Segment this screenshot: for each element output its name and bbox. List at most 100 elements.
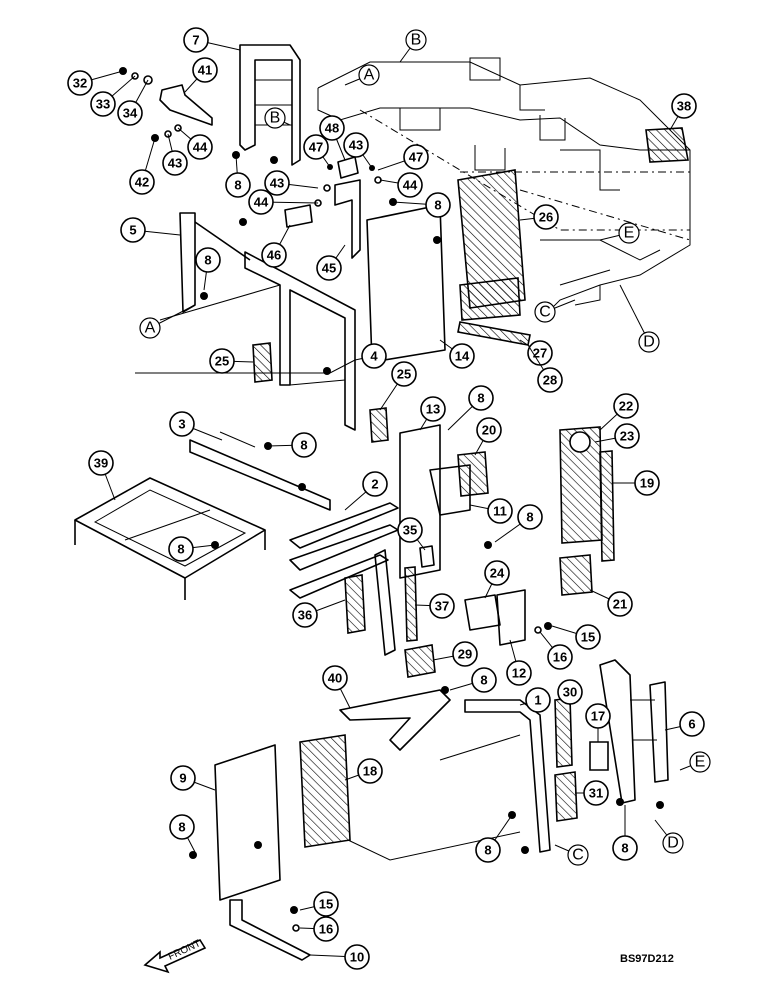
callout-25: 25 xyxy=(391,361,417,387)
guide-line-18 xyxy=(347,831,521,861)
callout-34: 34 xyxy=(117,100,143,126)
callout-circle xyxy=(357,758,383,784)
ref-letter-circle xyxy=(689,751,711,773)
ref-letter-E: E xyxy=(618,222,640,244)
callout-circle xyxy=(557,679,583,705)
ref-letter-number: C xyxy=(539,304,551,321)
callout-circle xyxy=(612,835,638,861)
callout-number: 44 xyxy=(193,140,208,155)
callout-number: 3 xyxy=(178,417,185,432)
callout-number: 46 xyxy=(267,248,281,263)
callout-circle xyxy=(613,393,639,419)
pad-36 xyxy=(344,574,366,634)
callout-number: 16 xyxy=(319,922,333,937)
ref-letter-C: C xyxy=(567,844,589,866)
part-45 xyxy=(334,179,361,259)
callout-number: 8 xyxy=(300,438,307,453)
ref-letter-number: B xyxy=(411,32,422,49)
ladder-6 xyxy=(599,659,669,809)
callout-circle xyxy=(585,703,611,729)
ref-letter-A: A xyxy=(139,317,161,339)
callout-circle xyxy=(533,204,559,230)
callout-3: 3 xyxy=(169,411,195,437)
callout-circle xyxy=(169,814,195,840)
pad-25b xyxy=(369,407,389,443)
ref-letter-circle xyxy=(405,29,427,51)
callout-circle xyxy=(476,417,502,443)
callout-18: 18 xyxy=(357,758,383,784)
callout-37: 37 xyxy=(429,593,455,619)
callout-circle xyxy=(583,780,609,806)
callout-13: 13 xyxy=(420,396,446,422)
callout-number: 45 xyxy=(322,261,336,276)
callout-number: 4 xyxy=(370,349,378,364)
callout-circle xyxy=(634,470,660,496)
diagram-code: BS97D212 xyxy=(620,953,674,965)
callout-circle xyxy=(517,504,543,530)
ref-letter-circle xyxy=(567,844,589,866)
callout-number: 8 xyxy=(484,843,491,858)
callout-9: 9 xyxy=(170,765,196,791)
ref-letter-number: C xyxy=(572,847,584,864)
callout-48: 48 xyxy=(319,115,345,141)
callout-number: 47 xyxy=(309,140,323,155)
callout-circle xyxy=(487,498,513,524)
callout-33: 33 xyxy=(90,91,116,117)
callout-14: 14 xyxy=(449,343,475,369)
callout-15: 15 xyxy=(313,891,339,917)
callout-number: 40 xyxy=(328,671,342,686)
callout-28: 28 xyxy=(537,367,563,393)
callout-circle xyxy=(671,93,697,119)
callout-8: 8 xyxy=(169,814,195,840)
callout-23: 23 xyxy=(614,423,640,449)
callout-8: 8 xyxy=(612,835,638,861)
part-23 xyxy=(569,431,591,453)
callout-4: 4 xyxy=(361,343,387,369)
callout-circle xyxy=(547,644,573,670)
callout-circle xyxy=(261,242,287,268)
callout-44: 44 xyxy=(248,189,274,215)
callout-47: 47 xyxy=(303,134,329,160)
callout-circle xyxy=(475,837,501,863)
callout-circle xyxy=(120,217,146,243)
part-24 xyxy=(464,594,501,631)
callout-27: 27 xyxy=(527,340,553,366)
callout-46: 46 xyxy=(261,242,287,268)
callout-circle xyxy=(614,423,640,449)
callout-circle xyxy=(192,57,218,83)
callout-circle xyxy=(425,192,451,218)
ref-letter-number: A xyxy=(364,67,375,84)
callout-7: 7 xyxy=(183,27,209,53)
callout-circle xyxy=(607,591,633,617)
callout-circle xyxy=(429,593,455,619)
bolt-15a xyxy=(544,622,552,630)
callout-15: 15 xyxy=(575,624,601,650)
ref-letter-circle xyxy=(358,64,380,86)
washer-16a xyxy=(534,626,542,634)
callout-circle xyxy=(420,396,446,422)
callout-number: 34 xyxy=(123,106,138,121)
callout-circle xyxy=(225,172,251,198)
callout-number: 22 xyxy=(619,399,633,414)
callout-number: 13 xyxy=(426,402,440,417)
ref-letter-circle xyxy=(618,222,640,244)
callout-number: 12 xyxy=(512,666,526,681)
pad-37 xyxy=(404,566,418,642)
bolt-15b xyxy=(290,906,298,914)
callout-number: 8 xyxy=(234,178,241,193)
callout-number: 1 xyxy=(534,693,541,708)
callout-24: 24 xyxy=(484,560,510,586)
callout-number: 43 xyxy=(349,138,363,153)
part-17 xyxy=(589,741,609,771)
callout-circle xyxy=(168,536,194,562)
callout-number: 14 xyxy=(455,349,470,364)
ref-letter-circle xyxy=(139,317,161,339)
callout-number: 44 xyxy=(403,178,418,193)
bracket-12 xyxy=(496,589,526,646)
ref-letter-number: B xyxy=(270,110,281,127)
callout-number: 8 xyxy=(177,542,184,557)
callout-number: 8 xyxy=(480,673,487,688)
front-label: FRONT xyxy=(167,938,203,963)
callout-circle xyxy=(362,471,388,497)
